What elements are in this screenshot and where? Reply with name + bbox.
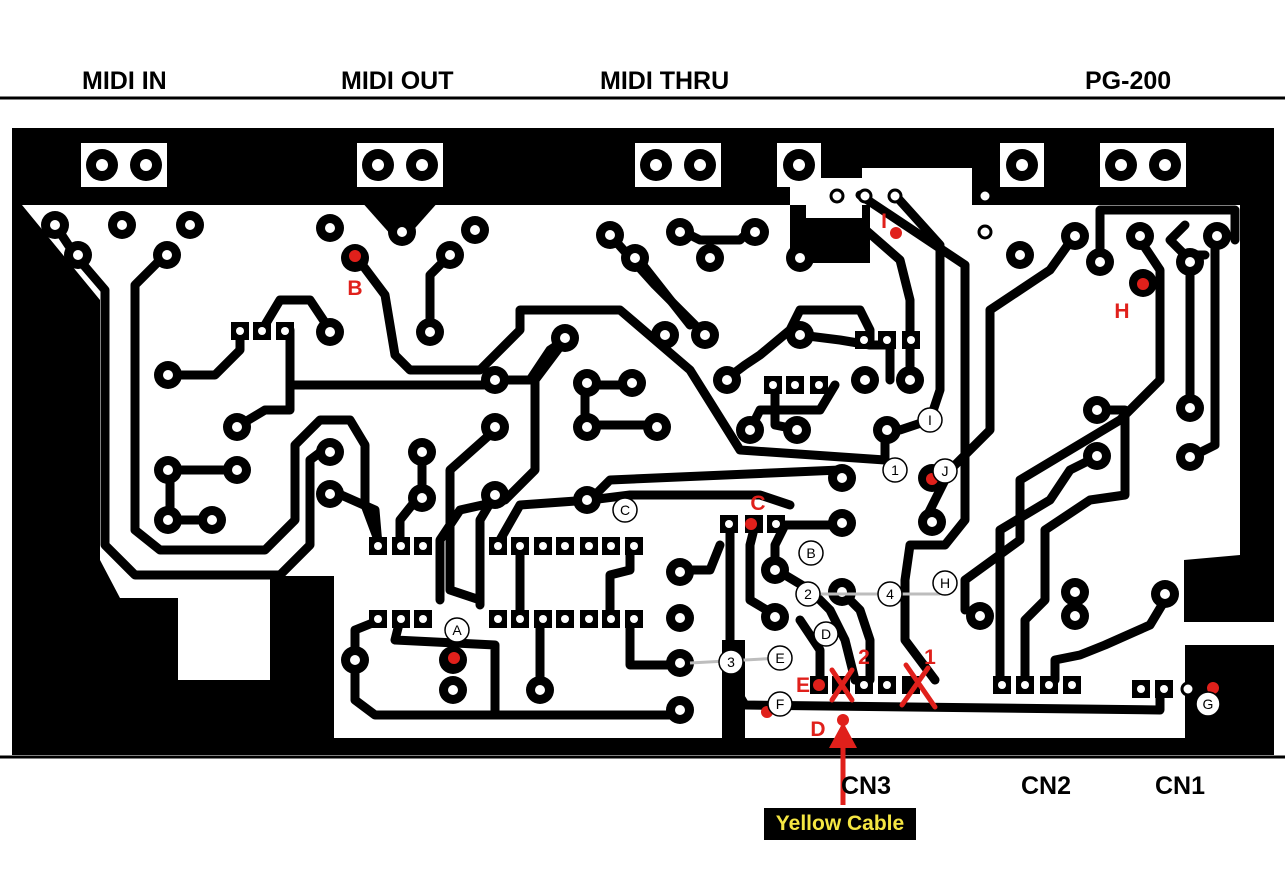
circle-label-e: E — [775, 650, 784, 666]
circle-label-2: 2 — [804, 586, 812, 602]
red-x-marks — [829, 662, 938, 710]
midi-out-label: MIDI OUT — [341, 67, 454, 95]
cn1-label: CN1 — [1155, 772, 1205, 800]
cn3-label: CN3 — [841, 772, 891, 800]
circle-label-3: 3 — [727, 654, 735, 670]
cn2-label: CN2 — [1021, 772, 1071, 800]
ic-pad-holes — [236, 327, 1168, 693]
open-holes — [829, 188, 1196, 697]
circle-label-j: J — [942, 463, 949, 479]
bottom-left-ground — [22, 600, 334, 748]
midi-in-label: MIDI IN — [82, 67, 167, 95]
circle-label-1: 1 — [891, 462, 899, 478]
pg200-label: PG-200 — [1085, 67, 1172, 95]
top-jack-holes — [96, 159, 1171, 171]
red-label-b: B — [347, 277, 362, 300]
red-label-d: D — [810, 718, 825, 741]
ic-pad-rows — [231, 322, 1173, 698]
circle-label-d: D — [821, 626, 831, 642]
circle-label-4: 4 — [886, 586, 894, 602]
midi-thru-label: MIDI THRU — [600, 67, 730, 95]
circle-label-c: C — [620, 502, 630, 518]
left-ground-wedge — [22, 265, 110, 600]
yellow-cable-label: Yellow Cable — [764, 808, 916, 840]
yellow-cable-arrow — [829, 722, 857, 805]
red-label-e: E — [796, 674, 810, 697]
red-label-c: C — [750, 492, 765, 515]
red-label-1: 1 — [924, 646, 936, 669]
circle-label-b: B — [806, 545, 815, 561]
red-label-2: 2 — [858, 646, 870, 669]
circle-label-g: G — [1203, 696, 1214, 712]
round-pad-holes — [50, 220, 1222, 715]
circle-label-h: H — [940, 575, 950, 591]
circle-label-f: F — [776, 696, 785, 712]
red-label-i: I — [881, 210, 887, 233]
circle-label-markers — [444, 407, 1221, 717]
circle-label-i: I — [928, 412, 932, 428]
circle-label-a: A — [452, 622, 462, 638]
red-label-h: H — [1114, 300, 1129, 323]
